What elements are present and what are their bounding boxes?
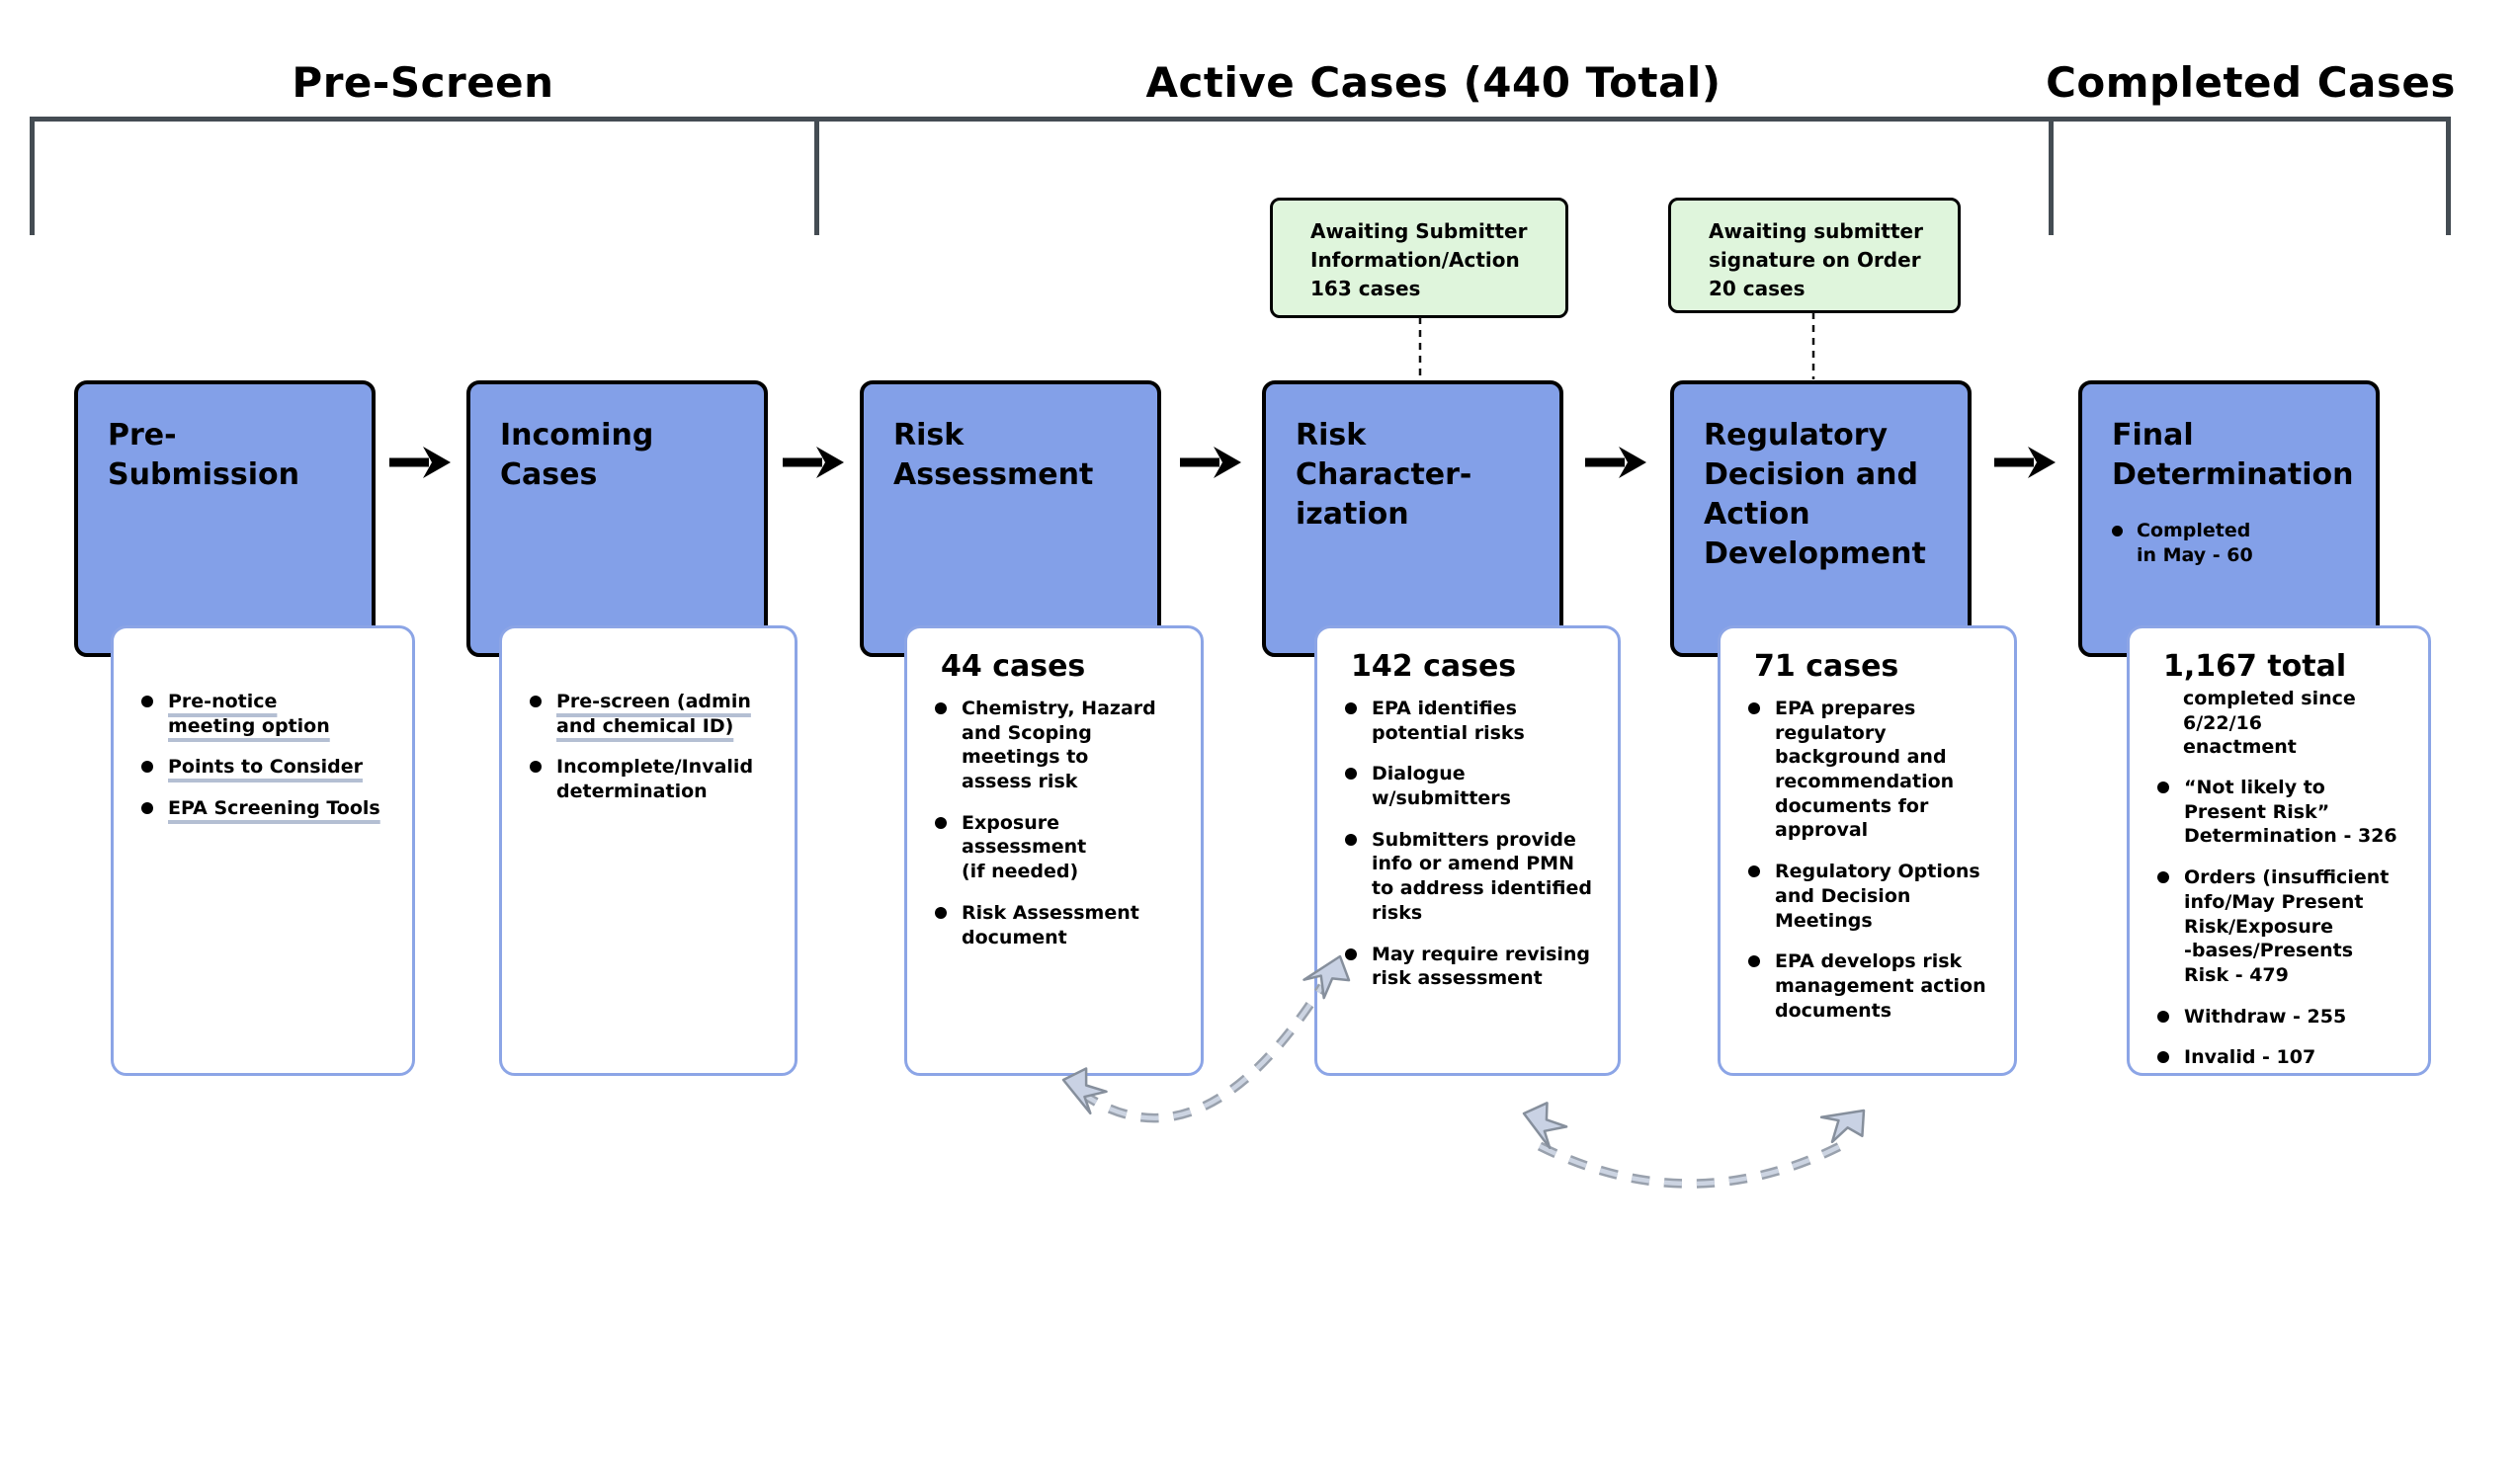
bullet-item: Completed in May - 60: [2112, 519, 2362, 569]
total-count: 1,167 total: [2163, 649, 2347, 684]
stage-risk-characterization: Risk Character- ization: [1262, 380, 1563, 657]
section-bracket-line: [30, 117, 2451, 122]
bullet-item: Dialogue w/submitters: [1345, 762, 1608, 810]
bullet-item: Risk Assessment document: [935, 901, 1191, 949]
bullet-dot-icon: [935, 702, 947, 714]
bullet-dot-icon: [530, 761, 542, 774]
bullet-text: Chemistry, Hazard and Scoping meetings t…: [962, 698, 1156, 793]
bullet-text: May require revising risk assessment: [1372, 943, 1591, 990]
detail-box-incoming-cases: Pre-screen (admin and chemical ID) Incom…: [499, 625, 798, 1076]
stage-incoming-cases: Incoming Cases: [466, 380, 768, 657]
bullet-dot-icon: [1345, 768, 1357, 781]
bullet-item: Submitters provide info or amend PMN to …: [1345, 828, 1608, 926]
bullet-dot-icon: [2157, 1051, 2169, 1064]
bullet-dot-icon: [1345, 702, 1357, 714]
bullet-text: EPA identifies potential risks: [1372, 698, 1525, 744]
bullet-item: Withdraw - 255: [2157, 1005, 2418, 1029]
detail-box-risk-assessment: 44 cases Chemistry, Hazard and Scoping m…: [904, 625, 1204, 1076]
bullet-item: Orders (insufficient info/May Present Ri…: [2157, 865, 2418, 987]
stage-title: Regulatory Decision and Action Developme…: [1704, 418, 1926, 571]
bullet-item: EPA identifies potential risks: [1345, 697, 1608, 745]
bullet-dot-icon: [1345, 947, 1357, 960]
bullet-dot-icon: [1345, 833, 1357, 846]
bullet-text: Dialogue w/submitters: [1372, 763, 1511, 810]
callout-awaiting-signature: Awaiting submitter signature on Order 20…: [1668, 198, 1961, 313]
revision-arrow-regulatory-icon: [1514, 1094, 1877, 1189]
bracket-tick-active-completed: [2049, 117, 2054, 235]
bullet-item: Invalid - 107: [2157, 1045, 2418, 1070]
stage-title: Risk Character- ization: [1296, 418, 1472, 532]
bullet-dot-icon: [2157, 1010, 2169, 1023]
stage-risk-assessment: Risk Assessment: [860, 380, 1161, 657]
bullet-dot-icon: [935, 906, 947, 919]
bullet-text: EPA prepares regulatory background and r…: [1775, 698, 1955, 842]
bracket-tick-prescreen-active: [814, 117, 819, 235]
bullet-item: Regulatory Options and Decision Meetings: [1748, 860, 2004, 933]
detail-box-risk-characterization: 142 cases EPA identifies potential risks…: [1314, 625, 1621, 1076]
detail-box-regulatory-decision: 71 cases EPA prepares regulatory backgro…: [1718, 625, 2017, 1076]
bullet-item: “Not likely to Present Risk” Determinati…: [2157, 776, 2418, 849]
bullet-text: “Not likely to Present Risk” Determinati…: [2184, 777, 2397, 848]
bullet-dot-icon: [2157, 871, 2169, 884]
bullet-text: Withdraw - 255: [2184, 1005, 2347, 1028]
flow-arrow-icon: [389, 447, 451, 478]
bracket-tick-right: [2446, 117, 2451, 235]
bullet-item: Incomplete/Invalid determination: [530, 755, 785, 803]
bullet-dot-icon: [2157, 782, 2169, 794]
bullet-text: Pre-notice meeting option: [168, 691, 330, 737]
bullet-text: Regulatory Options and Decision Meetings: [1775, 861, 1980, 932]
bullet-item[interactable]: EPA Screening Tools: [141, 796, 402, 821]
bullet-item[interactable]: Pre-notice meeting option: [141, 690, 402, 738]
case-count: 44 cases: [941, 649, 1086, 684]
bullet-item[interactable]: Pre-screen (admin and chemical ID): [530, 690, 785, 738]
stage-pre-submission: Pre- Submission: [74, 380, 376, 657]
bullet-text: Risk Assessment document: [962, 901, 1139, 948]
case-count: 71 cases: [1754, 649, 1899, 684]
bullet-dot-icon: [141, 696, 153, 707]
flow-arrow-icon: [1180, 447, 1241, 478]
flow-arrow-icon: [783, 447, 844, 478]
bullet-text: Pre-screen (admin and chemical ID): [556, 691, 751, 737]
bullet-text: Invalid - 107: [2184, 1046, 2316, 1069]
bullet-item: May require revising risk assessment: [1345, 943, 1608, 991]
stage-title: Incoming Cases: [500, 418, 654, 492]
bullet-dot-icon: [141, 761, 153, 774]
flow-arrow-icon: [1585, 447, 1646, 478]
bullet-dot-icon: [530, 696, 542, 707]
bullet-dot-icon: [1748, 955, 1760, 968]
section-title-pre-screen: Pre-Screen: [292, 58, 554, 107]
stage-title: Pre- Submission: [108, 418, 299, 492]
bullet-dot-icon: [141, 802, 153, 815]
bullet-item: EPA develops risk management action docu…: [1748, 949, 2004, 1023]
flow-arrow-icon: [1994, 447, 2056, 478]
section-title-completed-cases: Completed Cases: [2046, 58, 2456, 107]
stage-regulatory-decision: Regulatory Decision and Action Developme…: [1670, 380, 1972, 657]
bullet-item: EPA prepares regulatory background and r…: [1748, 697, 2004, 843]
case-count: 142 cases: [1351, 649, 1517, 684]
detail-box-final-determination: 1,167 total completed since 6/22/16 enac…: [2127, 625, 2431, 1076]
bullet-item: Exposure assessment (if needed): [935, 811, 1191, 884]
detail-box-pre-submission: Pre-notice meeting option Points to Cons…: [111, 625, 415, 1076]
bullet-text: Exposure assessment (if needed): [962, 811, 1087, 883]
callout-awaiting-submitter-info: Awaiting Submitter Information/Action 16…: [1270, 198, 1568, 318]
bullet-dot-icon: [1748, 702, 1760, 714]
stage-title: Final Determination: [2112, 418, 2354, 492]
stage-final-determination: Final Determination Completed in May - 6…: [2078, 380, 2380, 657]
bullet-text: Incomplete/Invalid determination: [556, 756, 754, 803]
bullet-item[interactable]: Points to Consider: [141, 755, 402, 780]
bullet-dot-icon: [935, 816, 947, 829]
bullet-text: EPA Screening Tools: [168, 797, 380, 820]
bullet-dot-icon: [2112, 525, 2123, 536]
section-title-active-cases: Active Cases (440 Total): [1145, 58, 1722, 107]
stage-title: Risk Assessment: [893, 418, 1094, 492]
bullet-dot-icon: [1748, 865, 1760, 878]
bullet-text: Points to Consider: [168, 756, 363, 779]
bracket-tick-left: [30, 117, 35, 235]
bullet-text: EPA develops risk management action docu…: [1775, 950, 1986, 1022]
bullet-text: Submitters provide info or amend PMN to …: [1372, 828, 1592, 924]
bullet-text: Completed in May - 60: [2137, 519, 2253, 567]
bullet-text: Orders (insufficient info/May Present Ri…: [2184, 866, 2390, 986]
total-subtitle: completed since 6/22/16 enactment: [2183, 688, 2356, 759]
bullet-item: Chemistry, Hazard and Scoping meetings t…: [935, 697, 1191, 794]
